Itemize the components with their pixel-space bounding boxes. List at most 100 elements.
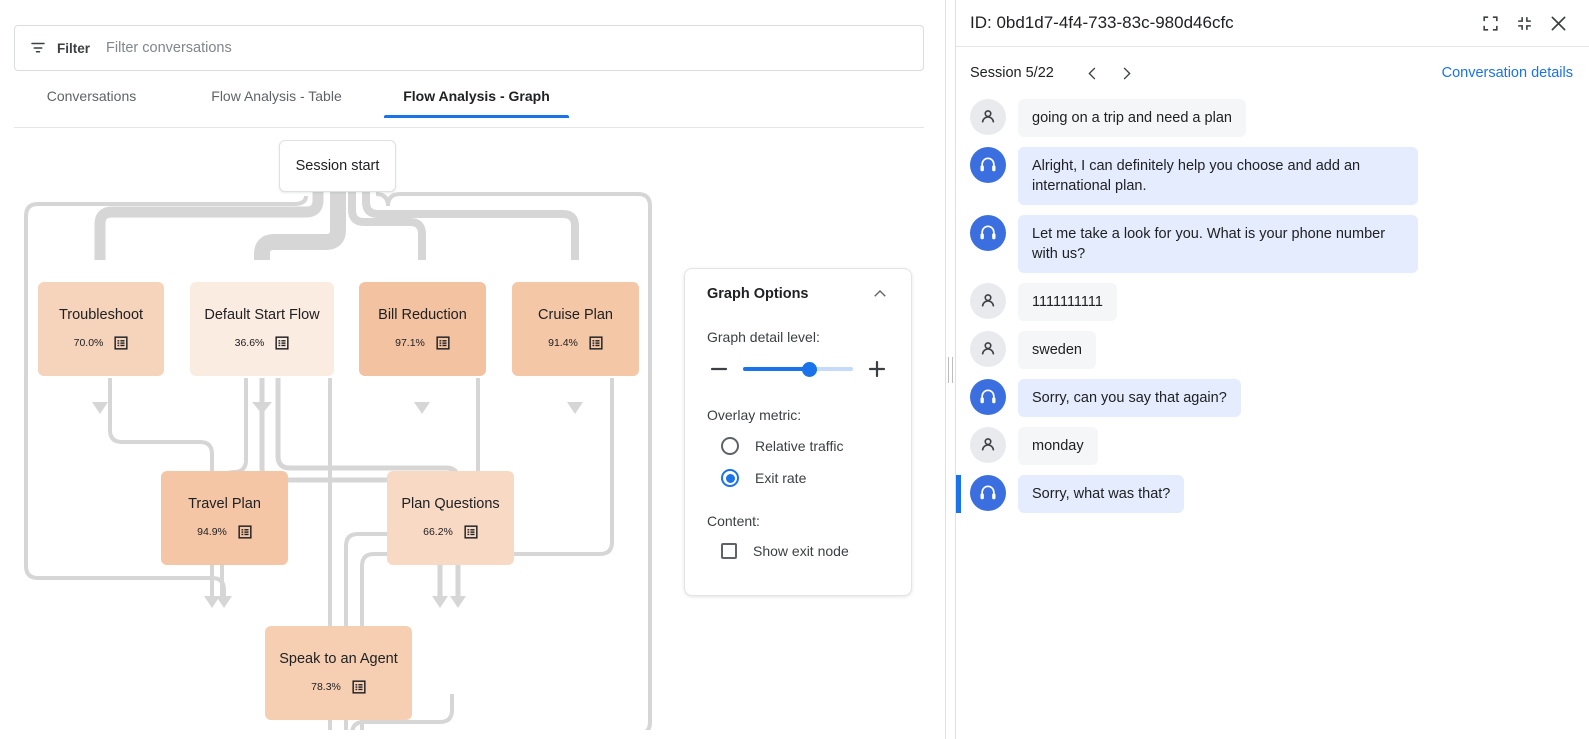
close-button[interactable]	[1541, 6, 1575, 40]
node-meta: 70.0%	[74, 336, 129, 350]
pane-splitter[interactable]	[945, 0, 956, 739]
list-item: sweden	[970, 331, 1575, 369]
list-icon[interactable]	[464, 525, 478, 539]
filter-bar[interactable]: Filter Filter conversations	[14, 25, 924, 71]
user-icon	[981, 342, 995, 355]
minus-icon[interactable]	[707, 357, 731, 381]
flow-graph-canvas[interactable]: Session start Troubleshoot 70.0% Default…	[0, 130, 945, 730]
filter-input[interactable]: Filter conversations	[106, 40, 232, 56]
slider-fill	[743, 367, 809, 371]
checkbox-label: Show exit node	[753, 543, 849, 559]
message-text: monday	[1018, 427, 1098, 465]
flow-analysis-pane: Filter Filter conversations Conversation…	[0, 25, 945, 730]
avatar	[970, 283, 1006, 319]
graph-options-title: Graph Options	[707, 286, 809, 302]
node-title: Plan Questions	[401, 495, 500, 512]
splitter-grip-icon	[948, 356, 953, 383]
node-exit-rate: 70.0%	[73, 337, 104, 350]
node-default-start-flow[interactable]: Default Start Flow 36.6%	[190, 282, 334, 376]
next-session-button[interactable]	[1110, 56, 1144, 90]
message-text: Sorry, what was that?	[1018, 475, 1185, 513]
chevron-up-icon[interactable]	[871, 285, 889, 303]
tab-flow-analysis-graph[interactable]: Flow Analysis - Graph	[384, 88, 569, 118]
node-meta: 97.1%	[395, 336, 450, 350]
chevron-right-icon	[1123, 66, 1131, 80]
node-troubleshoot[interactable]: Troubleshoot 70.0%	[38, 282, 164, 376]
slider-thumb[interactable]	[801, 361, 817, 377]
list-icon[interactable]	[352, 680, 366, 694]
graph-detail-level-label: Graph detail level:	[707, 329, 820, 345]
collapse-button[interactable]	[1507, 6, 1541, 40]
graph-detail-slider-row	[707, 357, 889, 381]
node-title: Troubleshoot	[58, 306, 144, 323]
message-text: Let me take a look for you. What is your…	[1018, 215, 1418, 273]
radio-label: Relative traffic	[755, 438, 844, 454]
collapse-icon	[1517, 16, 1531, 30]
node-title: Speak to an Agent	[279, 650, 398, 667]
conversation-pane: ID: 0bd1d7-4f4-733-83c-980d46cfc	[956, 0, 1589, 739]
node-meta: 78.3%	[311, 680, 366, 694]
node-meta: 91.4%	[548, 336, 603, 350]
close-icon	[1551, 16, 1565, 30]
node-session-start[interactable]: Session start	[279, 140, 396, 192]
message-text: Alright, I can definitely help you choos…	[1018, 147, 1418, 205]
list-icon[interactable]	[436, 336, 450, 350]
user-icon	[981, 110, 995, 123]
tab-conversations[interactable]: Conversations	[46, 88, 137, 104]
tab-bar: Conversations Flow Analysis - Table Flow…	[14, 88, 924, 128]
list-item: going on a trip and need a plan	[970, 99, 1575, 137]
conversation-details-link[interactable]: Conversation details	[1441, 65, 1573, 81]
message-text: sweden	[1018, 331, 1096, 369]
tab-flow-analysis-table[interactable]: Flow Analysis - Table	[211, 88, 342, 104]
node-bill-reduction[interactable]: Bill Reduction 97.1%	[359, 282, 486, 376]
list-icon[interactable]	[275, 336, 289, 350]
node-title: Cruise Plan	[538, 306, 613, 323]
checkbox-show-exit-node[interactable]: Show exit node	[707, 543, 889, 559]
node-speak-to-an-agent[interactable]: Speak to an Agent 78.3%	[265, 626, 412, 720]
highlight-rail	[956, 475, 961, 513]
list-icon[interactable]	[114, 336, 128, 350]
headset-icon	[980, 225, 996, 240]
avatar	[970, 215, 1006, 251]
node-plan-questions[interactable]: Plan Questions 66.2%	[387, 471, 514, 565]
content-label: Content:	[707, 513, 760, 529]
avatar	[970, 475, 1006, 511]
list-icon[interactable]	[238, 525, 252, 539]
headset-icon	[980, 485, 996, 500]
avatar	[970, 427, 1006, 463]
expand-icon	[1482, 15, 1498, 31]
chevron-left-icon	[1088, 66, 1096, 80]
radio-exit-rate[interactable]: Exit rate	[707, 469, 889, 487]
message-text: going on a trip and need a plan	[1018, 99, 1246, 137]
list-icon[interactable]	[589, 336, 603, 350]
filter-icon	[31, 42, 45, 53]
plus-icon[interactable]	[865, 357, 889, 381]
avatar	[970, 147, 1006, 183]
node-title: Default Start Flow	[204, 306, 320, 323]
list-item: 1111111111	[970, 283, 1575, 321]
node-travel-plan[interactable]: Travel Plan 94.9%	[161, 471, 288, 565]
avatar	[970, 99, 1006, 135]
user-icon	[981, 438, 995, 451]
node-meta: 94.9%	[197, 525, 252, 539]
graph-options-header: Graph Options	[707, 285, 889, 303]
radio-icon-selected	[721, 469, 739, 487]
user-icon	[981, 294, 995, 307]
message-text: Sorry, can you say that again?	[1018, 379, 1241, 417]
node-meta: 36.6%	[235, 336, 290, 350]
checkbox-icon	[721, 543, 737, 559]
node-cruise-plan[interactable]: Cruise Plan 91.4%	[512, 282, 639, 376]
radio-relative-traffic[interactable]: Relative traffic	[707, 437, 889, 455]
headset-icon	[980, 157, 996, 172]
radio-icon	[721, 437, 739, 455]
graph-detail-slider[interactable]	[743, 361, 853, 377]
expand-button[interactable]	[1473, 6, 1507, 40]
node-exit-rate: 91.4%	[548, 337, 578, 350]
message-text: 1111111111	[1018, 283, 1117, 321]
node-exit-rate: 36.6%	[234, 337, 265, 350]
overlay-metric-label: Overlay metric:	[707, 407, 802, 423]
previous-session-button[interactable]	[1076, 56, 1110, 90]
list-item: Sorry, can you say that again?	[970, 379, 1575, 417]
avatar	[970, 331, 1006, 367]
